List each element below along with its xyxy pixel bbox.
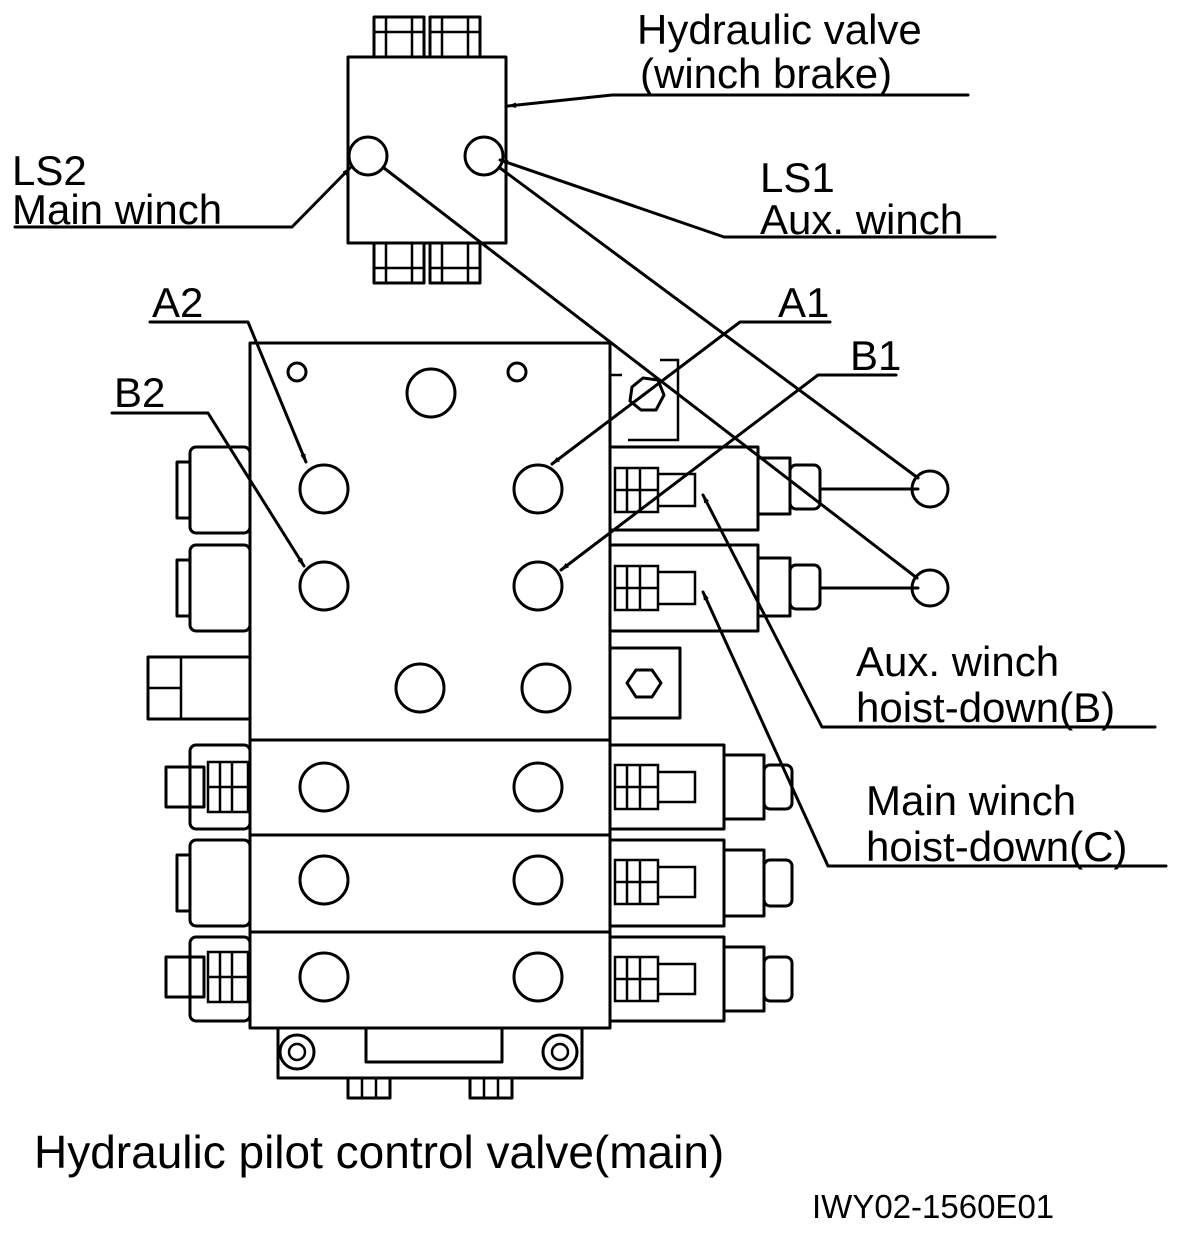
b2-port [298,560,350,612]
connection-lines [382,166,920,580]
ls1-label: LS1 [760,154,835,201]
winch-brake-valve [346,15,508,285]
bottom-bracket [276,1026,584,1100]
main-hoist-down-label: hoist-down(C) [866,823,1127,870]
figure-code: IWY02-1560E01 [812,1188,1054,1225]
main-winch-label: Main winch [866,777,1076,824]
a1-label: A1 [778,279,829,326]
a2-port [298,463,350,515]
ls1-sublabel: Aux. winch [760,196,963,243]
b2-label: B2 [114,369,165,416]
a1-port [512,463,564,515]
right-side-fittings [608,445,950,1023]
aux-winch-label: Aux. winch [856,638,1059,685]
b1-port [512,560,564,612]
ls2-port [347,135,389,177]
hydraulic-valve-subtitle: (winch brake) [640,50,892,97]
right-port-lower [910,568,950,608]
b1-label: B1 [850,332,901,379]
ls2-sublabel: Main winch [12,186,222,233]
ls2-label: LS2 [12,147,87,194]
ls1-port [463,135,505,177]
a2-label: A2 [152,279,203,326]
hydraulic-valve-title: Hydraulic valve [637,6,922,53]
diagram-caption: Hydraulic pilot control valve(main) [34,1126,724,1178]
aux-hoist-down-label: hoist-down(B) [856,684,1115,731]
left-side-caps [146,445,252,1023]
right-port-upper [910,469,950,509]
leader-lines [13,93,1168,868]
